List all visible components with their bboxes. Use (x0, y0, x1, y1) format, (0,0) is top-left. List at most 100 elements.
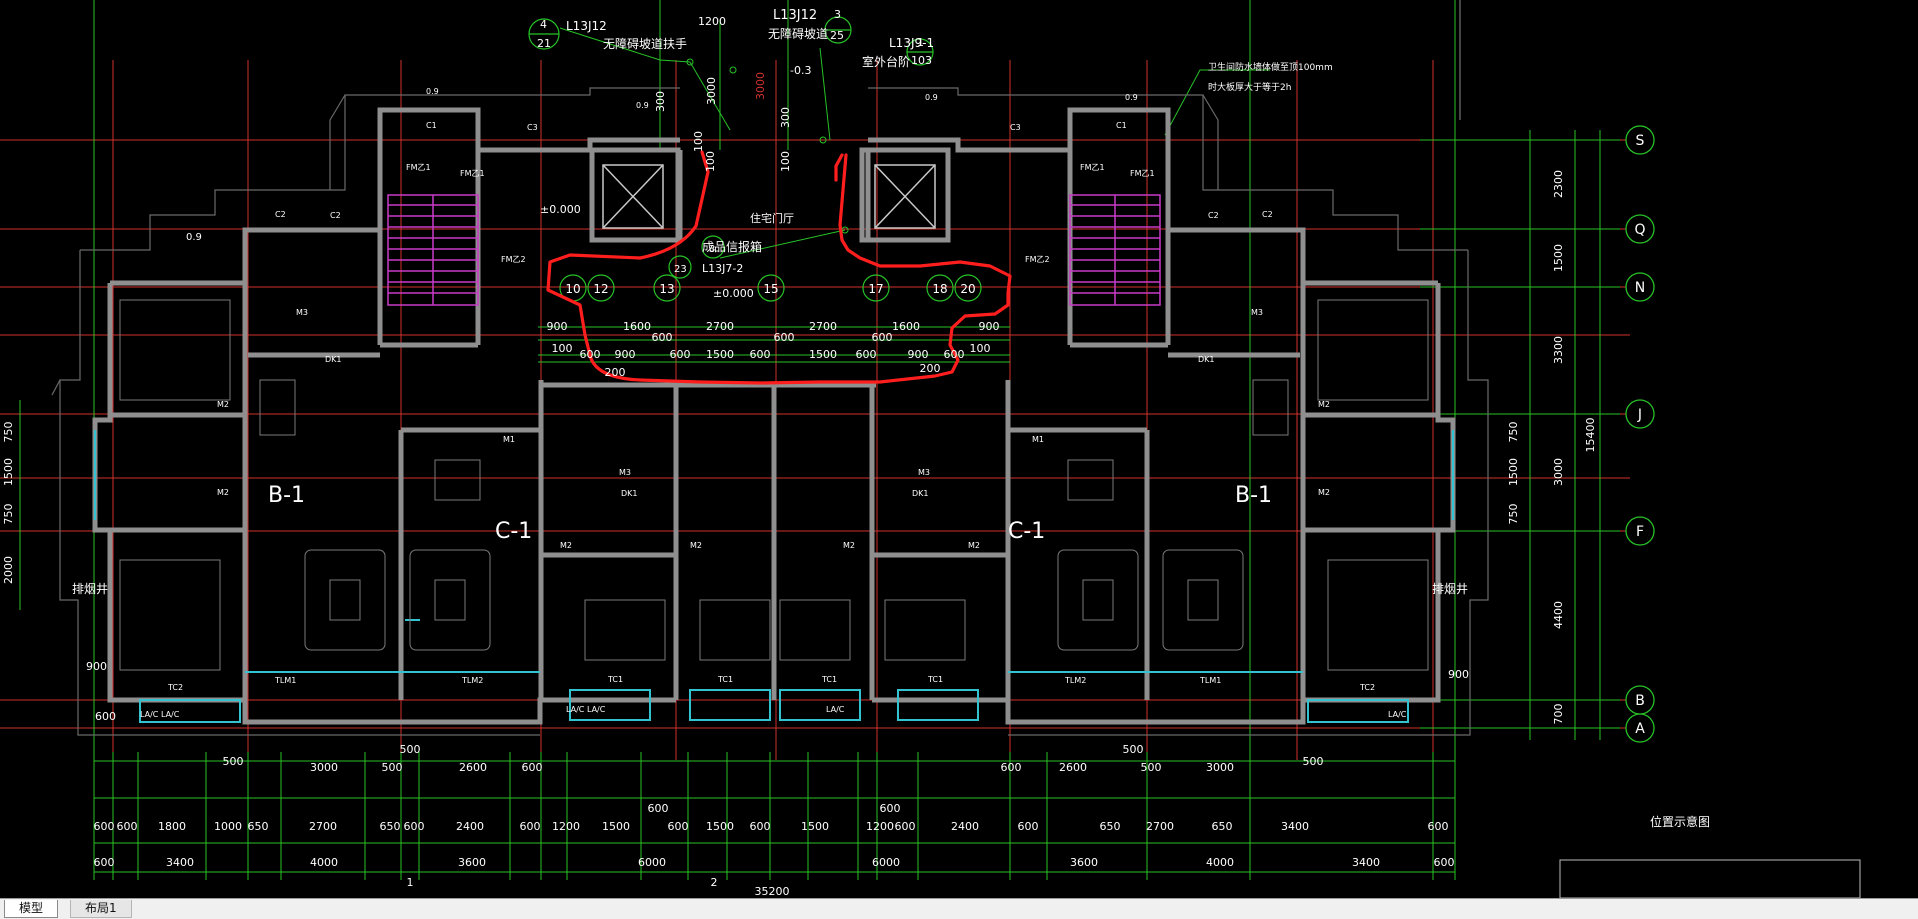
mid-small-2: 200 (920, 362, 941, 375)
mid-dim-top-0: 900 (547, 320, 568, 333)
bottom-dim-2-8: 2400 (456, 820, 484, 833)
lbl-m3d: M3 (1251, 308, 1263, 317)
axis-A: A (1635, 721, 1645, 737)
windows (94, 430, 1454, 723)
lbl-m2e: M2 (560, 541, 572, 550)
mid-dim-2-0: 600 (652, 331, 673, 344)
axis-J: J (1637, 407, 1642, 423)
stairs-left (387, 194, 479, 306)
lbl-c3: 3 (709, 244, 715, 255)
mid-dim-3-6: 600 (856, 348, 877, 361)
bottom-dim-2-1: 600 (117, 820, 138, 833)
axis-F: F (1636, 524, 1644, 540)
bottom-dim-3-5: 6000 (872, 856, 900, 869)
axis-Q: Q (1634, 222, 1645, 238)
bottom-dim-2-17: 600 (895, 820, 916, 833)
bottom-dim-2-3: 1000 (214, 820, 242, 833)
lbl-location-plan: 位置示意图 (1650, 814, 1710, 829)
bottom-dim-1-8: 3000 (1206, 761, 1234, 774)
grid-bubble-18: 18 (932, 282, 947, 296)
unit-c1-left: C-1 (495, 519, 532, 544)
note-wheelchair-ramp: 无障碍坡道 (768, 26, 828, 41)
lbl-tlm1b: TLM1 (1199, 676, 1221, 685)
bottom-dim-2-20: 650 (1100, 820, 1121, 833)
left-dim-2: 750 (2, 504, 15, 525)
mid-dim-3-5: 1500 (809, 348, 837, 361)
mid-dim-top-3: 2700 (809, 320, 837, 333)
right-dim-b-1: 1500 (1507, 458, 1520, 486)
dim-3000b: 3000 (754, 72, 767, 100)
bottom-dim-3-4: 6000 (638, 856, 666, 869)
note-c25: 25 (830, 29, 844, 42)
lbl-m2b: M2 (217, 488, 229, 497)
bottom-dim-3-1: 3400 (166, 856, 194, 869)
grid-bubble-13: 13 (659, 282, 674, 296)
lbl-c1a: C1 (426, 121, 437, 130)
tab-model[interactable]: 模型 (4, 900, 59, 918)
lbl-09a: 0.9 (426, 87, 439, 96)
lbl-duct-right: 排烟井 (1432, 582, 1468, 596)
mid-dim-top-2: 2700 (706, 320, 734, 333)
lbl-m3c: M3 (918, 468, 930, 477)
left-dim-1: 1500 (2, 458, 15, 486)
lbl-c2c: C2 (1208, 211, 1219, 220)
right-dim-2300: 2300 (1552, 170, 1565, 198)
lbl-dk1c: DK1 (912, 489, 929, 498)
bottom-dim-1-3: 2600 (459, 761, 487, 774)
bottom-dim-2-23: 3400 (1281, 820, 1309, 833)
lbl-tlm2a: TLM2 (461, 676, 483, 685)
lbl-dk1a: DK1 (325, 355, 342, 364)
bottom-dim-3-3: 3600 (458, 856, 486, 869)
bottom-dim-3-7: 4000 (1206, 856, 1234, 869)
red-markup (546, 150, 1012, 385)
tab-layout1[interactable]: 布局1 (70, 900, 132, 918)
grid-bubble-20: 20 (960, 282, 975, 296)
bottom-dim-1-9: 500 (1303, 755, 1324, 768)
lbl-tc2a: TC2 (167, 683, 183, 692)
grid-bubble-15: 15 (763, 282, 778, 296)
building-walls (92, 107, 1456, 725)
bottom-dim-3-9: 600 (1434, 856, 1455, 869)
cad-model-space[interactable]: L13J12 无障碍坡道扶手 无障碍坡道 L13J12 L13J9-1 室外台阶… (0, 0, 1918, 898)
lbl-c2d: C2 (1262, 210, 1273, 219)
right-dim-1500: 1500 (1552, 244, 1565, 272)
lbl-m2a: M2 (217, 400, 229, 409)
bottom-dim-2-18: 2400 (951, 820, 979, 833)
bottom-dim-3-8: 3400 (1352, 856, 1380, 869)
axis-bubbles (1625, 125, 1655, 743)
bottom-dim-3-2: 4000 (310, 856, 338, 869)
lbl-09c: 0.9 (925, 93, 938, 102)
bottom-marker-2: 2 (711, 876, 718, 889)
right-dim-700: 700 (1552, 704, 1565, 725)
lbl-fm1d: FM乙1 (1130, 169, 1155, 178)
grid-bubble-17: 17 (868, 282, 883, 296)
note-outdoor-steps: 室外台阶 (862, 54, 910, 69)
lbl-tc1c: TC1 (821, 675, 837, 684)
mid-dim-3-7: 900 (908, 348, 929, 361)
bottom-extra-2: 600 (648, 802, 669, 815)
dim-100c: 100 (704, 151, 717, 172)
lbl-l13j7-2: L13J7-2 (702, 262, 743, 275)
bottom-extra-3: 600 (880, 802, 901, 815)
axis-B: B (1635, 693, 1645, 709)
bottom-dim-1-7: 500 (1141, 761, 1162, 774)
lbl-fm1b: FM乙1 (460, 169, 485, 178)
mid-dim-3-0: 600 (580, 348, 601, 361)
left-dim-3: 2000 (2, 556, 15, 584)
lbl-duct-left: 排烟井 (72, 582, 108, 596)
lbl-m2c: M2 (1318, 400, 1330, 409)
lbl-mailbox: 成品信报箱 (702, 239, 762, 254)
lbl-09e: 0.9 (186, 232, 202, 243)
axis-N: N (1635, 280, 1645, 296)
elev-minus-03: -0.3 (790, 64, 811, 77)
lbl-lac-right: LA/C (1388, 710, 1407, 719)
dim-300: 300 (654, 91, 667, 112)
lbl-tc1b: TC1 (717, 675, 733, 684)
lbl-m2g: M2 (843, 541, 855, 550)
unit-b1-left: B-1 (268, 483, 305, 508)
layout-tab-bar: 模型 布局1 (0, 898, 1918, 919)
bottom-dim-2-12: 600 (668, 820, 689, 833)
bottom-dim-2-0: 600 (94, 820, 115, 833)
lbl-c2b: C2 (330, 211, 341, 220)
outer-outline (51, 87, 1489, 736)
